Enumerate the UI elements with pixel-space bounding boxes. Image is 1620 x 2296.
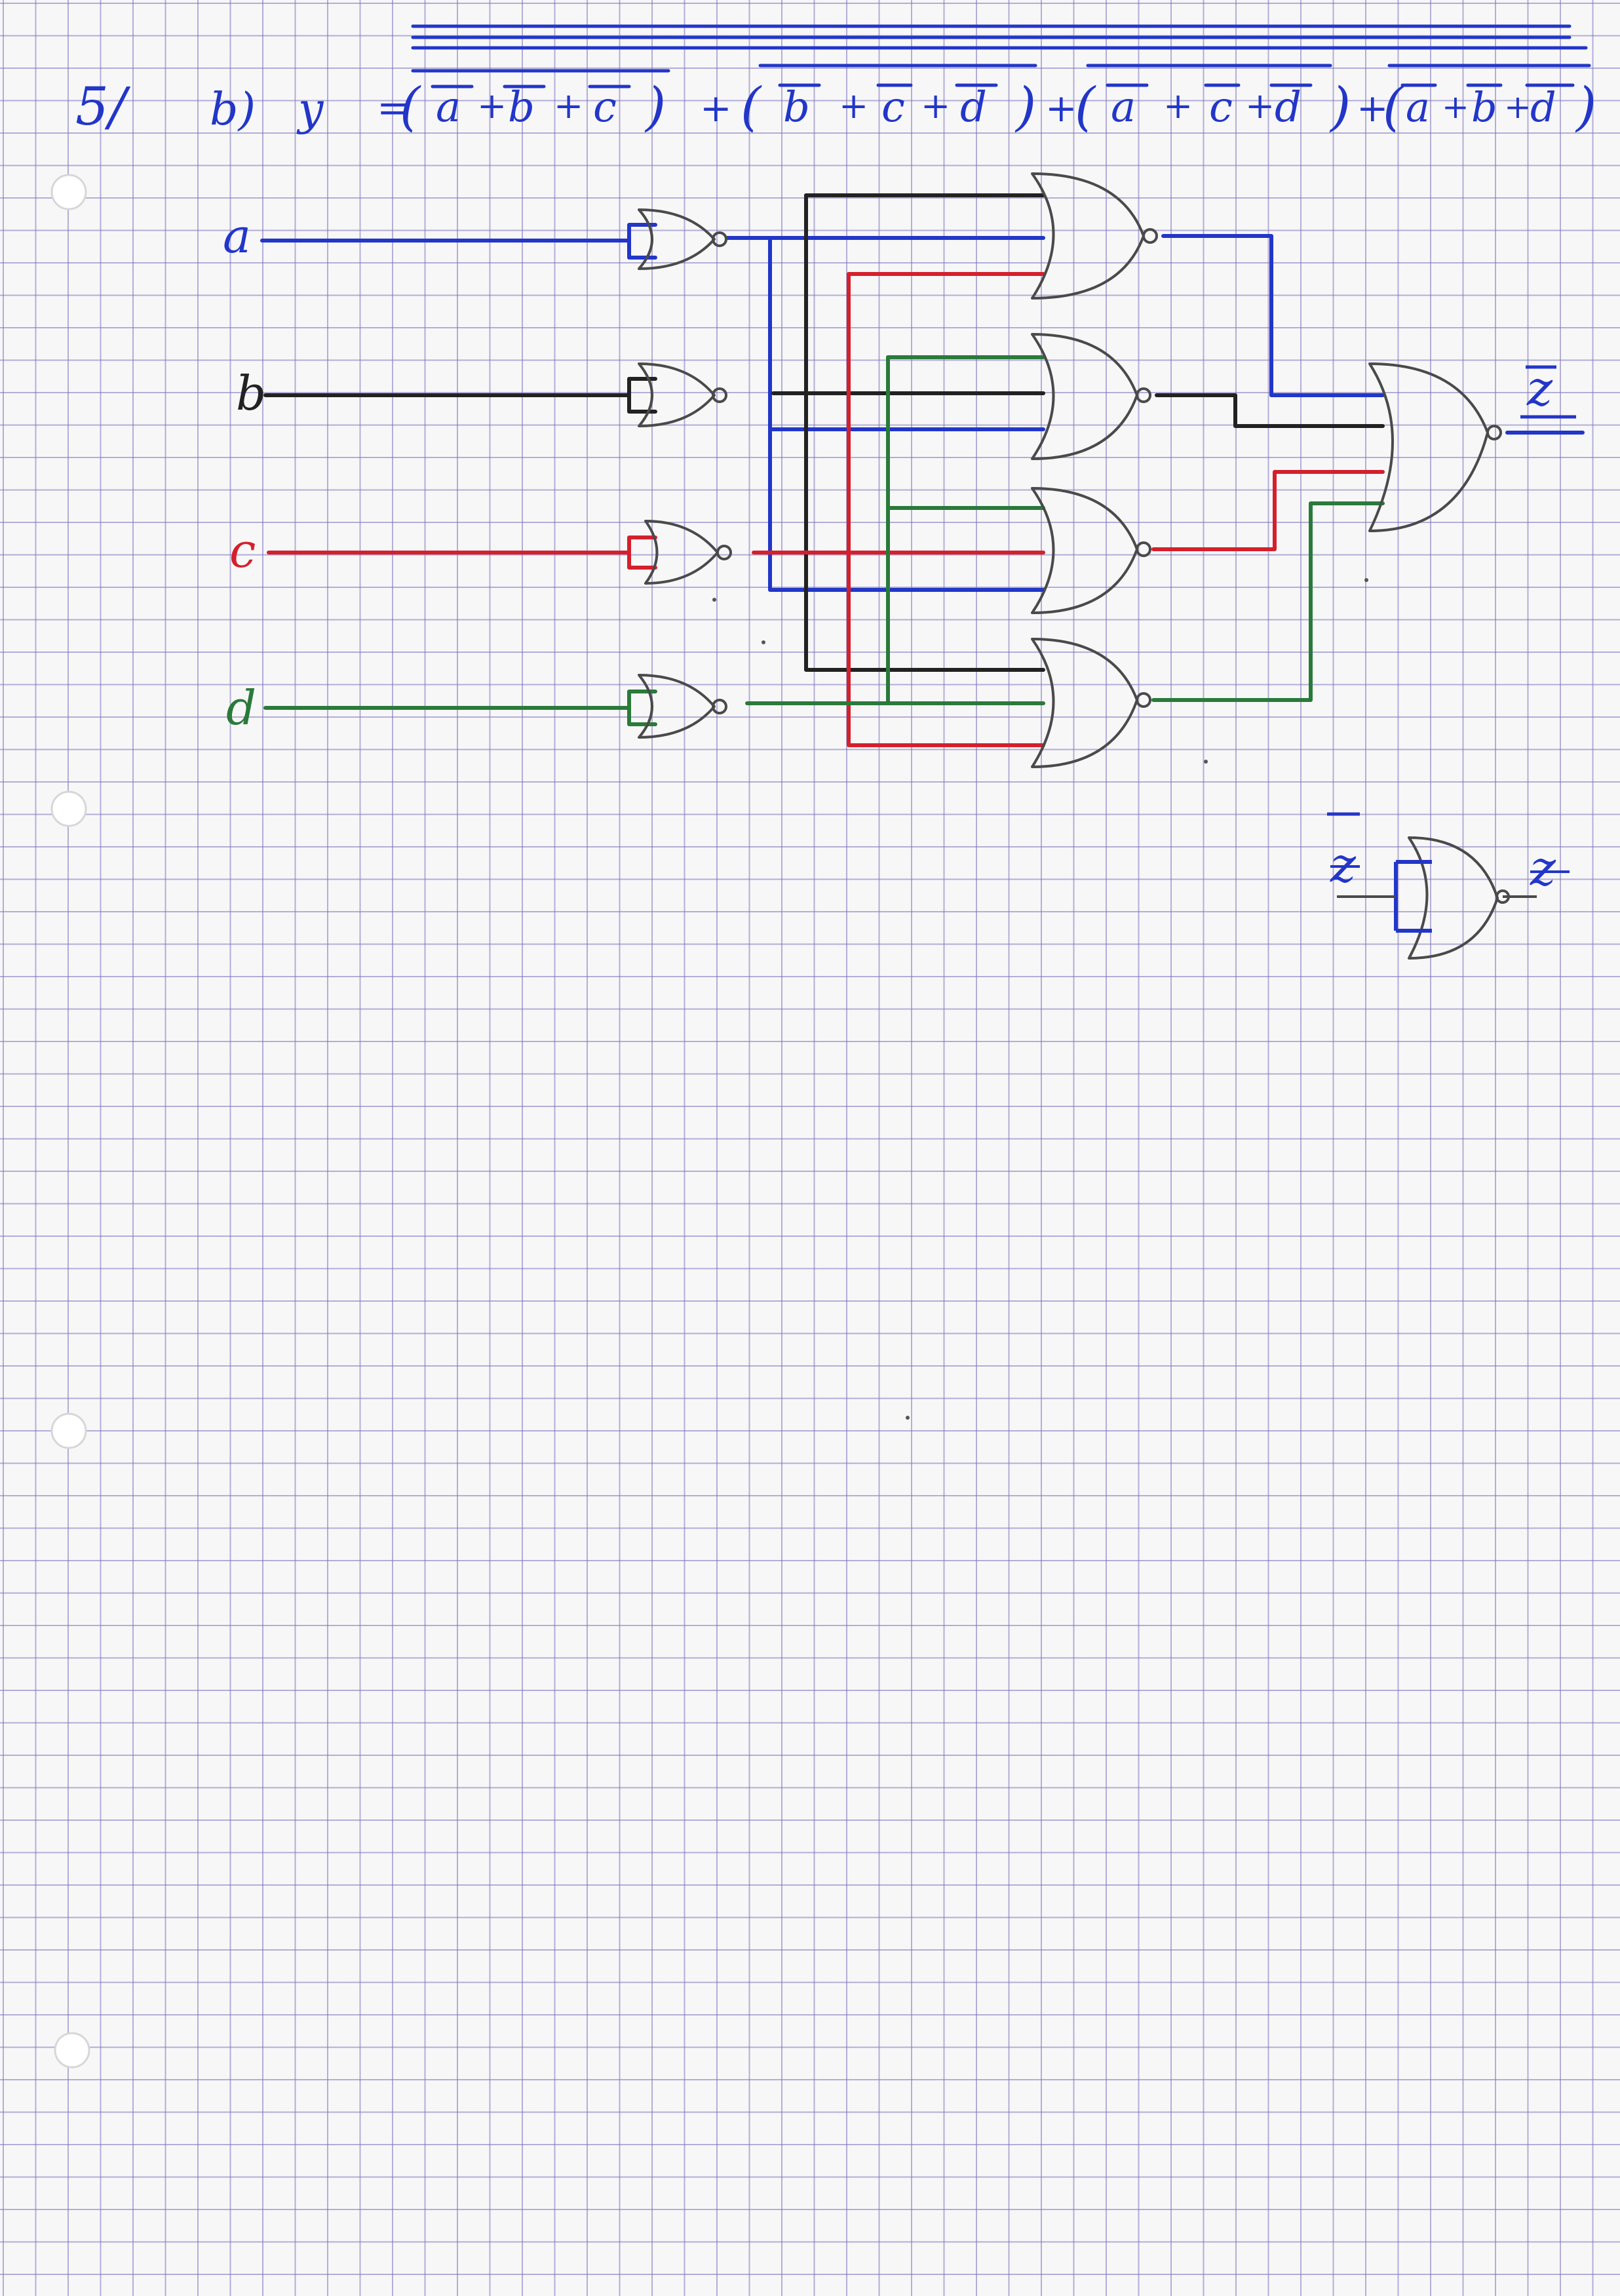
plus-sign: + — [700, 86, 732, 130]
tie-b — [627, 377, 657, 414]
output-nor — [1368, 362, 1502, 532]
plus-sign: + — [1045, 86, 1077, 130]
equals-sign: = — [377, 85, 410, 131]
punch-holes — [50, 174, 90, 2069]
paren: ( — [1383, 76, 1404, 137]
term-var: a — [1406, 83, 1430, 131]
product-nor-4 — [1031, 638, 1151, 768]
paren: ) — [1014, 76, 1036, 137]
term-var: c — [593, 83, 617, 132]
term-var: d — [960, 83, 987, 132]
plus-sign: + — [1504, 88, 1532, 126]
term-var: a — [436, 83, 461, 132]
term-var: b — [508, 83, 535, 132]
term-var: b — [1471, 83, 1497, 131]
wire-nor2-out — [1155, 393, 1385, 428]
punch-hole — [50, 790, 87, 827]
paren: ) — [1329, 76, 1351, 137]
plus-sign: + — [1357, 86, 1389, 130]
product-nor-2 — [1031, 333, 1151, 460]
output-labels: z z z — [1327, 360, 1576, 897]
wire-nor3-out — [1151, 470, 1385, 551]
punch-hole — [50, 1412, 87, 1449]
tie-a — [627, 223, 657, 260]
product-nor-1 — [1031, 172, 1158, 300]
stray-marks — [712, 578, 1368, 1420]
plus-sign: + — [477, 85, 507, 126]
wire-not-c-bus — [847, 272, 1045, 747]
term-var: d — [1530, 83, 1556, 131]
nor-inverter-c — [644, 520, 732, 585]
input-label-a: a — [223, 208, 251, 263]
aux-output-label-z: z — [1530, 840, 1556, 897]
wires — [260, 193, 1585, 747]
nor-inverter-b — [638, 362, 727, 427]
gates — [638, 172, 1537, 960]
nor-inverter-d — [638, 674, 727, 739]
plus-sign: + — [554, 85, 583, 126]
aux-nor-inverter — [1408, 836, 1537, 960]
input-label-c: c — [229, 523, 256, 578]
input-label-d: d — [226, 680, 256, 735]
tie-d — [627, 690, 657, 726]
paren: ( — [1075, 76, 1096, 137]
punch-hole — [54, 2032, 90, 2069]
wire-not-b-bus — [804, 193, 1045, 672]
plus-sign: + — [1442, 88, 1469, 126]
punch-hole — [50, 174, 87, 210]
exercise-part: b) — [210, 84, 256, 136]
product-nor-3 — [1031, 487, 1151, 614]
plus-sign: + — [839, 85, 868, 126]
plus-sign: + — [921, 85, 950, 126]
input-labels: a b c d — [223, 208, 266, 735]
paren: ( — [400, 76, 421, 137]
paren: ) — [1575, 76, 1596, 137]
tie-c — [627, 535, 657, 570]
paren: ( — [741, 76, 762, 137]
term-var: d — [1275, 83, 1302, 132]
term-var: c — [881, 83, 905, 132]
paren: ) — [644, 76, 666, 137]
plus-sign: + — [1245, 85, 1275, 126]
wire-nor4-out — [1151, 501, 1385, 702]
aux-tie — [1337, 860, 1432, 933]
equation-lhs: y — [296, 84, 324, 136]
term-var: c — [1209, 83, 1233, 132]
input-label-b: b — [236, 366, 266, 421]
equation-header — [411, 24, 1591, 88]
equation-text: 5/ b) y = ( a + b + c ) + ( b + c + d ) … — [75, 76, 1596, 137]
term-var: b — [783, 83, 810, 132]
output-label-z: z — [1526, 360, 1553, 417]
wire-not-a-bus — [768, 236, 1045, 592]
term-var: a — [1111, 83, 1136, 132]
plus-sign: + — [1163, 85, 1193, 126]
nor-inverter-a — [638, 208, 727, 270]
wire-nor1-out — [1161, 234, 1385, 397]
exercise-number: 5/ — [75, 76, 131, 137]
